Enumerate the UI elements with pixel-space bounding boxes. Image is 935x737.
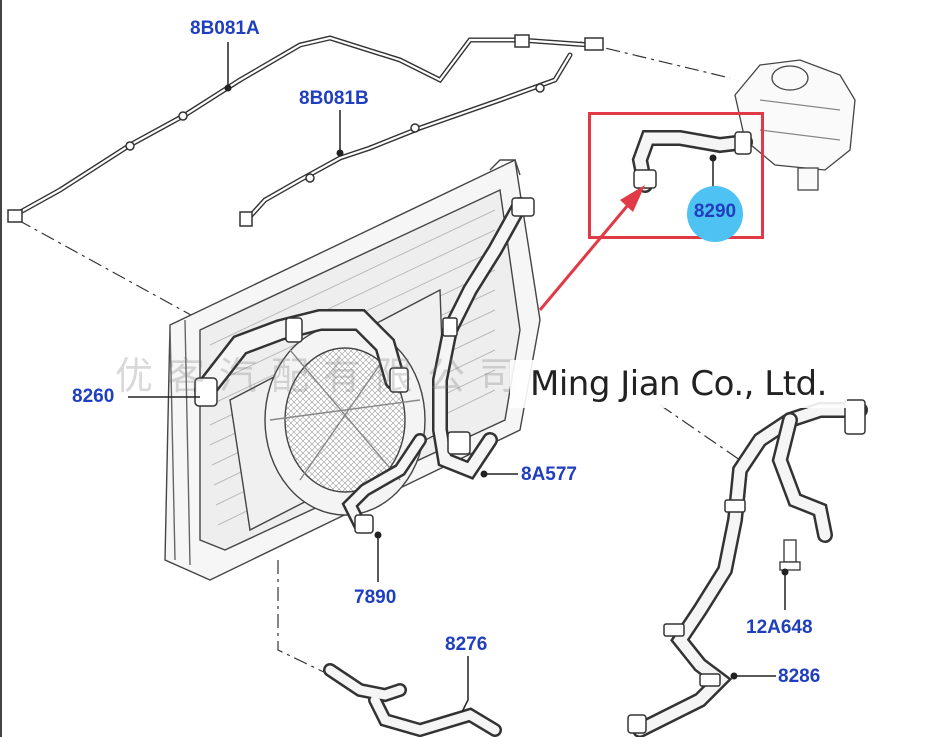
dashed-leader-lines (17, 41, 741, 676)
part-label-8A577: 8A577 (521, 464, 577, 485)
hose-8286-clamps (627, 399, 866, 734)
hose-8290-clamps (633, 131, 752, 189)
part-label-8290: 8290 (693, 201, 737, 222)
hose-8A577 (432, 197, 528, 480)
part-label-8286: 8286 (778, 666, 821, 687)
hose-8276 (323, 663, 502, 737)
highlight-box-8290 (588, 112, 764, 239)
hose-8A577-clamps (442, 197, 535, 455)
part-label-8B081B: 8B081B (299, 88, 369, 109)
temperature-sensor-12A648 (779, 539, 801, 571)
part-label-12A648: 12A648 (746, 617, 813, 638)
image-border (0, 0, 2, 737)
callout-leaders (128, 42, 786, 713)
part-badge-circle (687, 186, 743, 242)
coolant-reservoir (734, 59, 856, 191)
tube-8B081A (12, 35, 593, 218)
hose-8286 (632, 402, 868, 737)
watermark-chinese: 优客汽配有限公司 (115, 354, 532, 398)
part-label-8260: 8260 (72, 386, 115, 407)
watermark-company: Ming Jian Co., Ltd. (510, 360, 847, 408)
hose-7890-clamp (354, 514, 374, 534)
tube-clips (7, 34, 604, 227)
callout-dots (224, 84, 789, 680)
part-label-8B081A: 8B081A (190, 18, 260, 39)
hose-8290 (631, 130, 753, 193)
hose-8260 (194, 309, 406, 401)
hose-7890 (341, 433, 427, 532)
part-label-7890: 7890 (354, 587, 397, 608)
part-label-8276: 8276 (445, 634, 488, 655)
hose-8260-clamps (194, 317, 409, 407)
red-pointer-arrow (538, 185, 645, 311)
